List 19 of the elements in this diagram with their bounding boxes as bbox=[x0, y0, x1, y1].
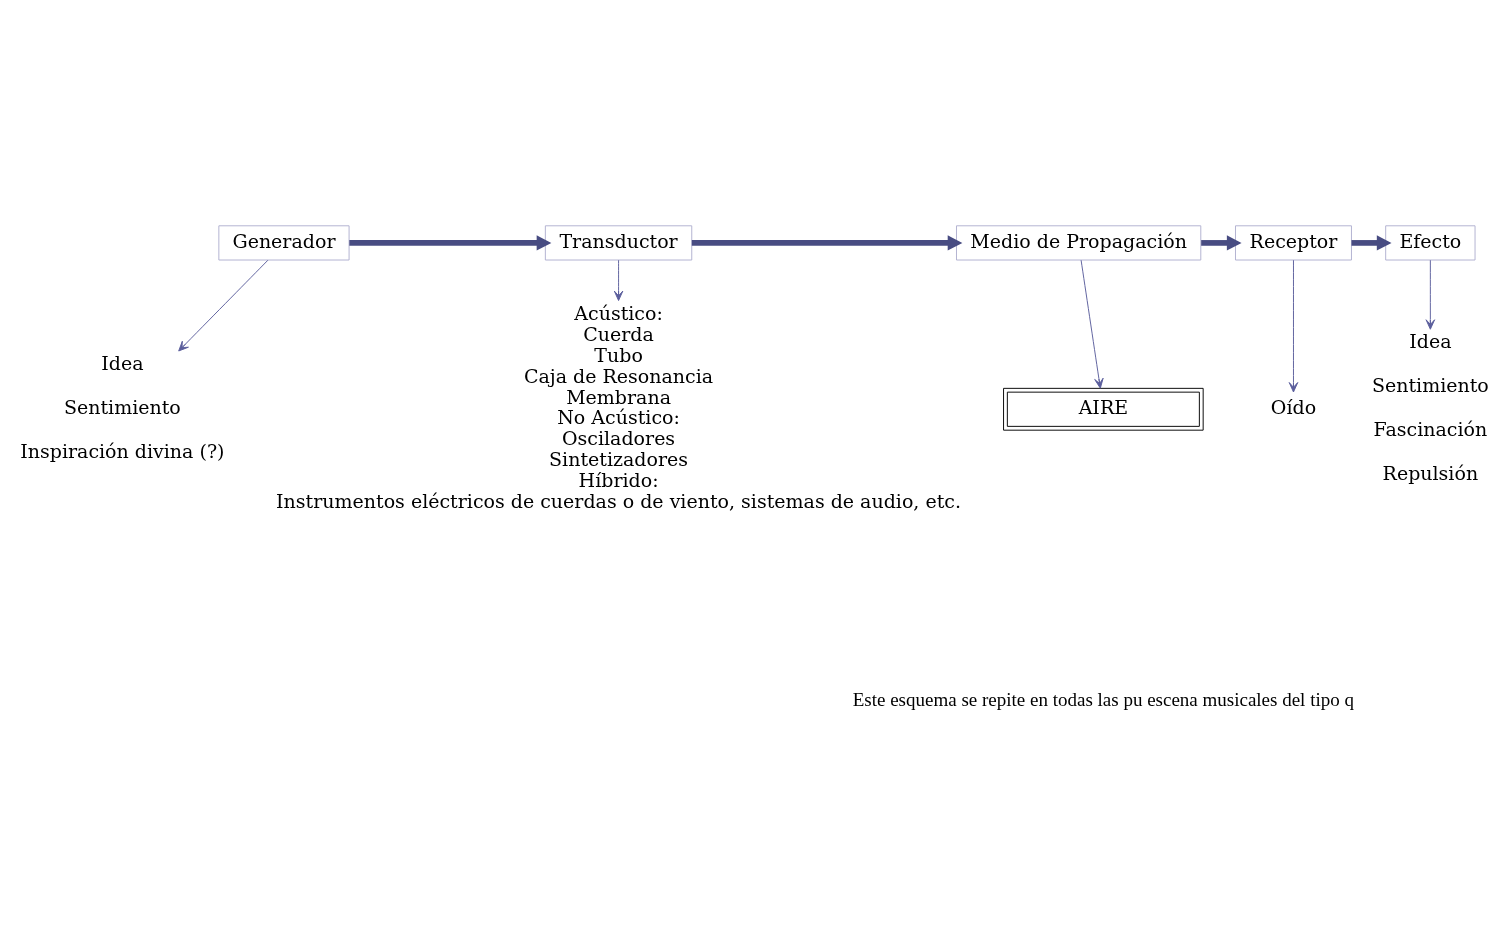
node-box: Efecto bbox=[1385, 224, 1476, 260]
arrow bbox=[691, 234, 963, 251]
node-box: Receptor bbox=[1235, 224, 1352, 260]
node-box: Generador bbox=[218, 224, 350, 260]
arrow bbox=[1288, 259, 1299, 392]
arrow bbox=[1425, 259, 1436, 330]
node-text: Acústico: Cuerda Tubo Caja de Resonancia Membrana No Acústico: Osciladores Sintetizadores Híbrido: Instrumentos eléctricos de cuerdas o de viento, sistemas de audio, etc. bbox=[276, 301, 962, 512]
node-box: Transductor bbox=[544, 224, 693, 260]
arrow bbox=[178, 259, 269, 351]
arrow bbox=[1351, 234, 1392, 251]
node-text: Idea Sentimiento Fascinación Repulsión bbox=[1371, 329, 1489, 484]
arrow bbox=[613, 259, 624, 301]
label: Este esquema se repite en todas las pu escena musicales del tipo q bbox=[852, 688, 1354, 710]
node-text: Oído bbox=[1270, 395, 1317, 418]
arrow bbox=[1080, 259, 1104, 389]
node-box: Medio de Propagación bbox=[956, 224, 1202, 260]
node-text: Idea Sentimiento Inspiración divina (?) bbox=[20, 351, 225, 462]
arrow bbox=[349, 234, 552, 251]
arrow bbox=[1201, 234, 1242, 251]
